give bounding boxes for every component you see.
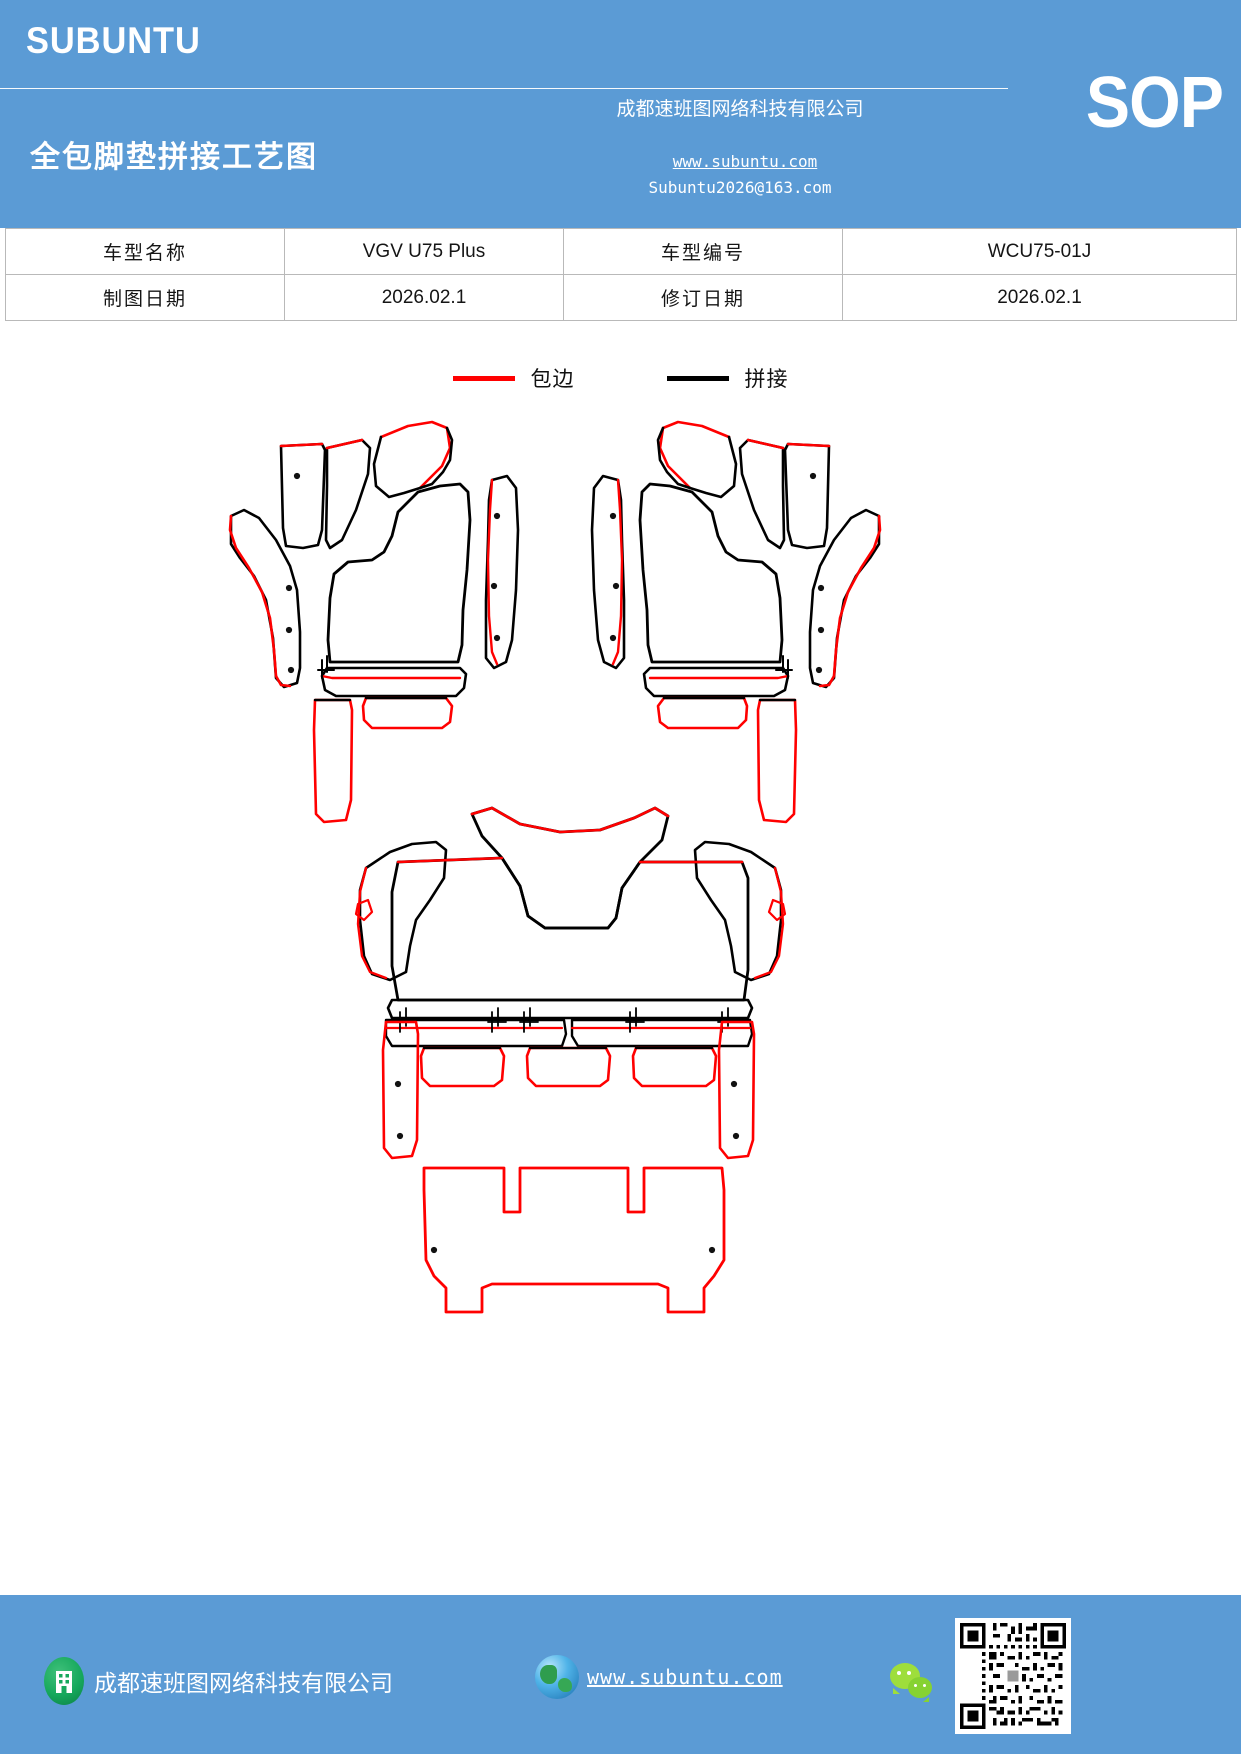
black-line-swatch-icon (666, 375, 729, 381)
header-divider (0, 88, 1008, 89)
wechat-icon (890, 1663, 942, 1703)
header-email[interactable]: Subuntu2026@163.com (648, 178, 832, 197)
page-footer: 成都速班图网络科技有限公司 www.subuntu.com (0, 1595, 1241, 1754)
sop-badge: SOP (1085, 63, 1224, 143)
front-right-footwell-assembly (590, 420, 882, 824)
footer-website-link[interactable]: www.subuntu.com (587, 1665, 783, 1689)
building-icon (44, 1657, 84, 1705)
header-website-link[interactable]: www.subuntu.com (672, 152, 818, 171)
cell-draw-date-label: 制图日期 (5, 274, 285, 321)
page-header: SUBUNTU 全包脚垫拼接工艺图 成都速班图网络科技有限公司 www.subu… (0, 0, 1241, 228)
cell-model-code-value: WCU75-01J (842, 228, 1237, 275)
trunk-mat (422, 1166, 726, 1314)
footer-company: 成都速班图网络科技有限公司 (44, 1657, 393, 1705)
page-title: 全包脚垫拼接工艺图 (30, 140, 318, 175)
qr-code[interactable] (955, 1618, 1071, 1734)
front-left-footwell-assembly (228, 420, 520, 824)
footer-website[interactable]: www.subuntu.com (535, 1655, 783, 1699)
footer-company-name: 成都速班图网络科技有限公司 (94, 1671, 393, 1697)
cell-draw-date-value: 2026.02.1 (284, 274, 564, 321)
drawing-legend: 包边 拼接 (0, 358, 1241, 398)
floor-mat-technical-drawing (0, 400, 1241, 1440)
globe-icon (535, 1655, 579, 1699)
brand-logo: SUBUNTU (26, 20, 201, 61)
legend-label-binding: 包边 (530, 367, 575, 391)
legend-item-seam: 拼接 (666, 363, 789, 393)
table-row: 制图日期 2026.02.1 修订日期 2026.02.1 (5, 274, 1237, 321)
cell-revision-date-label: 修订日期 (563, 274, 843, 321)
cell-revision-date-value: 2026.02.1 (842, 274, 1237, 321)
legend-item-binding: 包边 (452, 363, 575, 393)
vehicle-info-table: 车型名称 VGV U75 Plus 车型编号 WCU75-01J 制图日期 20… (5, 228, 1237, 321)
cell-model-code-label: 车型编号 (563, 228, 843, 275)
red-line-swatch-icon (452, 375, 515, 381)
table-row: 车型名称 VGV U75 Plus 车型编号 WCU75-01J (5, 228, 1237, 275)
cell-model-name-value: VGV U75 Plus (284, 228, 564, 275)
second-row-assembly (354, 806, 787, 1160)
header-company-name: 成都速班图网络科技有限公司 (616, 98, 864, 120)
legend-label-seam: 拼接 (744, 367, 789, 391)
cell-model-name-label: 车型名称 (5, 228, 285, 275)
